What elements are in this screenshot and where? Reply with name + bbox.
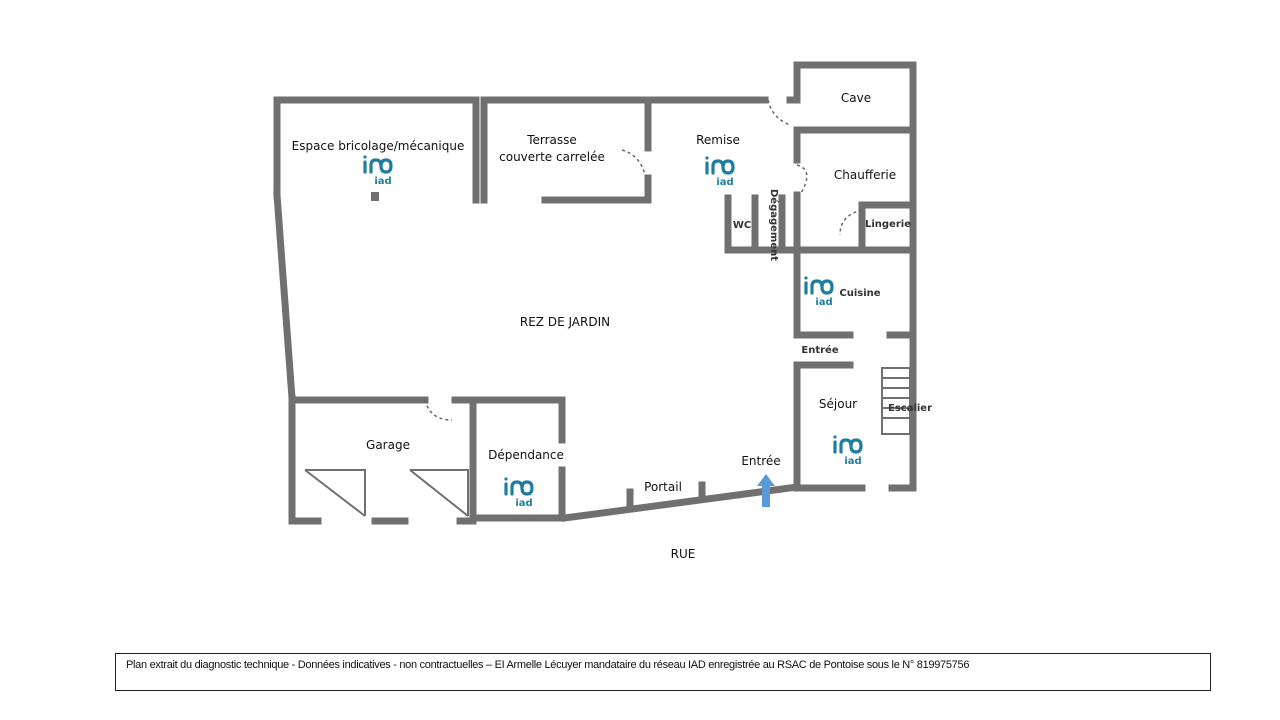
svg-text:iad: iad bbox=[716, 177, 733, 188]
iad-logo: iad bbox=[502, 475, 534, 509]
room-cuisine-label: Cuisine bbox=[839, 288, 880, 299]
room-escalier-label: Escalier bbox=[888, 403, 932, 414]
iad-logo: iad bbox=[802, 274, 834, 308]
room-wc-label: WC bbox=[733, 220, 751, 231]
room-terrasse-label-2: couverte carrelée bbox=[499, 150, 605, 164]
room-terrasse-label: Terrasse bbox=[526, 133, 577, 147]
entrance-arrow-icon bbox=[757, 474, 775, 507]
room-degagement-label: Dégagement bbox=[768, 189, 780, 261]
room-sejour-label: Séjour bbox=[819, 397, 857, 411]
rez-de-jardin-label: REZ DE JARDIN bbox=[520, 315, 610, 329]
svg-text:iad: iad bbox=[844, 456, 861, 467]
room-garage-label: Garage bbox=[366, 438, 410, 452]
walls bbox=[273, 61, 917, 525]
room-chaufferie-label: Chaufferie bbox=[834, 168, 896, 182]
room-cave-label: Cave bbox=[841, 91, 871, 105]
room-entree-int-label: Entrée bbox=[801, 344, 838, 356]
room-espace-label: Espace bricolage/mécanique bbox=[292, 139, 465, 153]
room-dependance-label: Dépendance bbox=[488, 448, 564, 462]
iad-logo: iad bbox=[361, 153, 393, 187]
portail-label: Portail bbox=[644, 480, 682, 494]
iad-logo: iad bbox=[831, 433, 863, 467]
iad-logo: iad bbox=[703, 154, 735, 188]
room-lingerie-label: Lingerie bbox=[865, 219, 911, 230]
entree-label: Entrée bbox=[741, 454, 780, 468]
svg-text:iad: iad bbox=[515, 498, 532, 509]
svg-text:iad: iad bbox=[374, 176, 391, 187]
svg-text:iad: iad bbox=[815, 297, 832, 308]
footer-disclaimer: Plan extrait du diagnostic technique - D… bbox=[115, 653, 1211, 691]
room-remise-label: Remise bbox=[696, 133, 740, 147]
rue-label: RUE bbox=[671, 547, 696, 561]
